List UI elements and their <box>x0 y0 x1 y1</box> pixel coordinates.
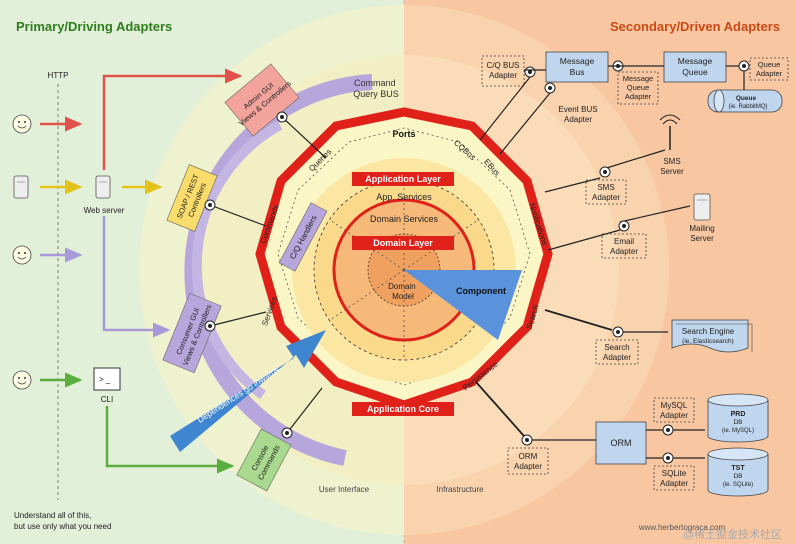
message-bus-box <box>545 51 609 83</box>
web-server-icon <box>95 175 111 199</box>
domain-services-label: Domain Services <box>370 214 439 224</box>
svg-text:(ie. RabbitMQ): (ie. RabbitMQ) <box>728 104 767 110</box>
svg-text:Queue: Queue <box>736 95 757 102</box>
user-interface-label: User Interface <box>319 485 370 494</box>
search-adapter-box <box>595 339 639 365</box>
domain-layer-tag <box>352 236 454 250</box>
web-server-label: Web server <box>84 206 125 215</box>
svg-text:(ie. Elasticsearch): (ie. Elasticsearch) <box>682 338 734 345</box>
user-icon-1 <box>12 114 32 134</box>
user-icon-3 <box>12 370 32 390</box>
tst-db-icon: TST DB (ie. SQLite) <box>707 447 769 497</box>
application-core-tag <box>352 402 454 416</box>
secondary-adapters-title: Secondary/Driven Adapters <box>610 19 780 34</box>
command-query-bus-label: Command Query BUS <box>353 78 399 99</box>
application-core-border <box>255 107 553 410</box>
ports-title: Ports <box>392 129 415 139</box>
footer-note: Understand all of this,but use only what… <box>14 511 111 531</box>
soap-rest-box: SOAP / RESTControllers <box>166 164 218 232</box>
infrastructure-label: Infrastructure <box>436 485 484 494</box>
application-layer-label: Application Layer <box>365 174 441 184</box>
primary-adapters-title: Primary/Driving Adapters <box>16 19 172 34</box>
user-icon-2 <box>12 245 32 265</box>
svg-text:DB: DB <box>733 473 742 480</box>
svg-text:DB: DB <box>733 419 742 426</box>
email-adapter-box <box>601 233 647 259</box>
sqlite-adapter-box <box>653 465 695 491</box>
dependencies-arrow <box>170 330 326 452</box>
mailing-server-icon <box>693 193 711 221</box>
mysql-adapter-box <box>653 397 695 423</box>
sms-antenna-icon <box>659 114 681 150</box>
svg-text:(ie. MySQL): (ie. MySQL) <box>722 428 754 434</box>
consumer-gui-arrow <box>102 216 171 338</box>
orm-adapter-box <box>507 447 549 475</box>
application-layer-tag <box>352 172 454 186</box>
message-queue-adapter-box <box>617 71 659 105</box>
queue-db-icon: Queue (ie. RabbitMQ) <box>707 89 783 113</box>
svg-text:(ie. SQLite): (ie. SQLite) <box>723 482 753 488</box>
sms-adapter-box <box>585 179 627 205</box>
component-wedge <box>404 270 522 340</box>
console-commands-box: ConsoleCommands <box>236 428 292 492</box>
svg-text:Search Engine: Search Engine <box>682 327 735 336</box>
prd-db-icon: PRD DB (ie. MySQL) <box>707 393 769 443</box>
app-services-label: App. Services <box>376 192 432 202</box>
component-label: Component <box>456 286 506 296</box>
svg-text:PRD: PRD <box>731 411 746 418</box>
consumer-gui-box: Consumer GUIViews & Controllers <box>162 292 222 374</box>
http-label: HTTP <box>48 71 69 80</box>
admin-gui-arrow <box>102 68 243 170</box>
cli-label: CLI <box>101 395 113 404</box>
orm-label: ORM <box>611 438 632 448</box>
domain-layer-label: Domain Layer <box>373 238 433 248</box>
domain-model-label: Domain Model <box>388 282 418 301</box>
console-arrow <box>105 406 235 474</box>
svg-text:TST: TST <box>731 465 745 472</box>
author-url[interactable]: www.herbertograca.com <box>638 523 726 532</box>
svg-text:> _: > _ <box>99 375 111 384</box>
server-icon-client <box>13 175 29 199</box>
search-engine-box: Search Engine (ie. Elasticsearch) <box>671 319 753 353</box>
message-queue-box <box>663 51 727 83</box>
cq-bus-adapter-box <box>481 55 525 87</box>
cli-icon: > _ <box>93 367 121 391</box>
watermark-text: @稀土掘金技术社区 <box>683 527 782 541</box>
orm-box <box>595 421 647 465</box>
application-core-label: Application Core <box>367 404 439 414</box>
